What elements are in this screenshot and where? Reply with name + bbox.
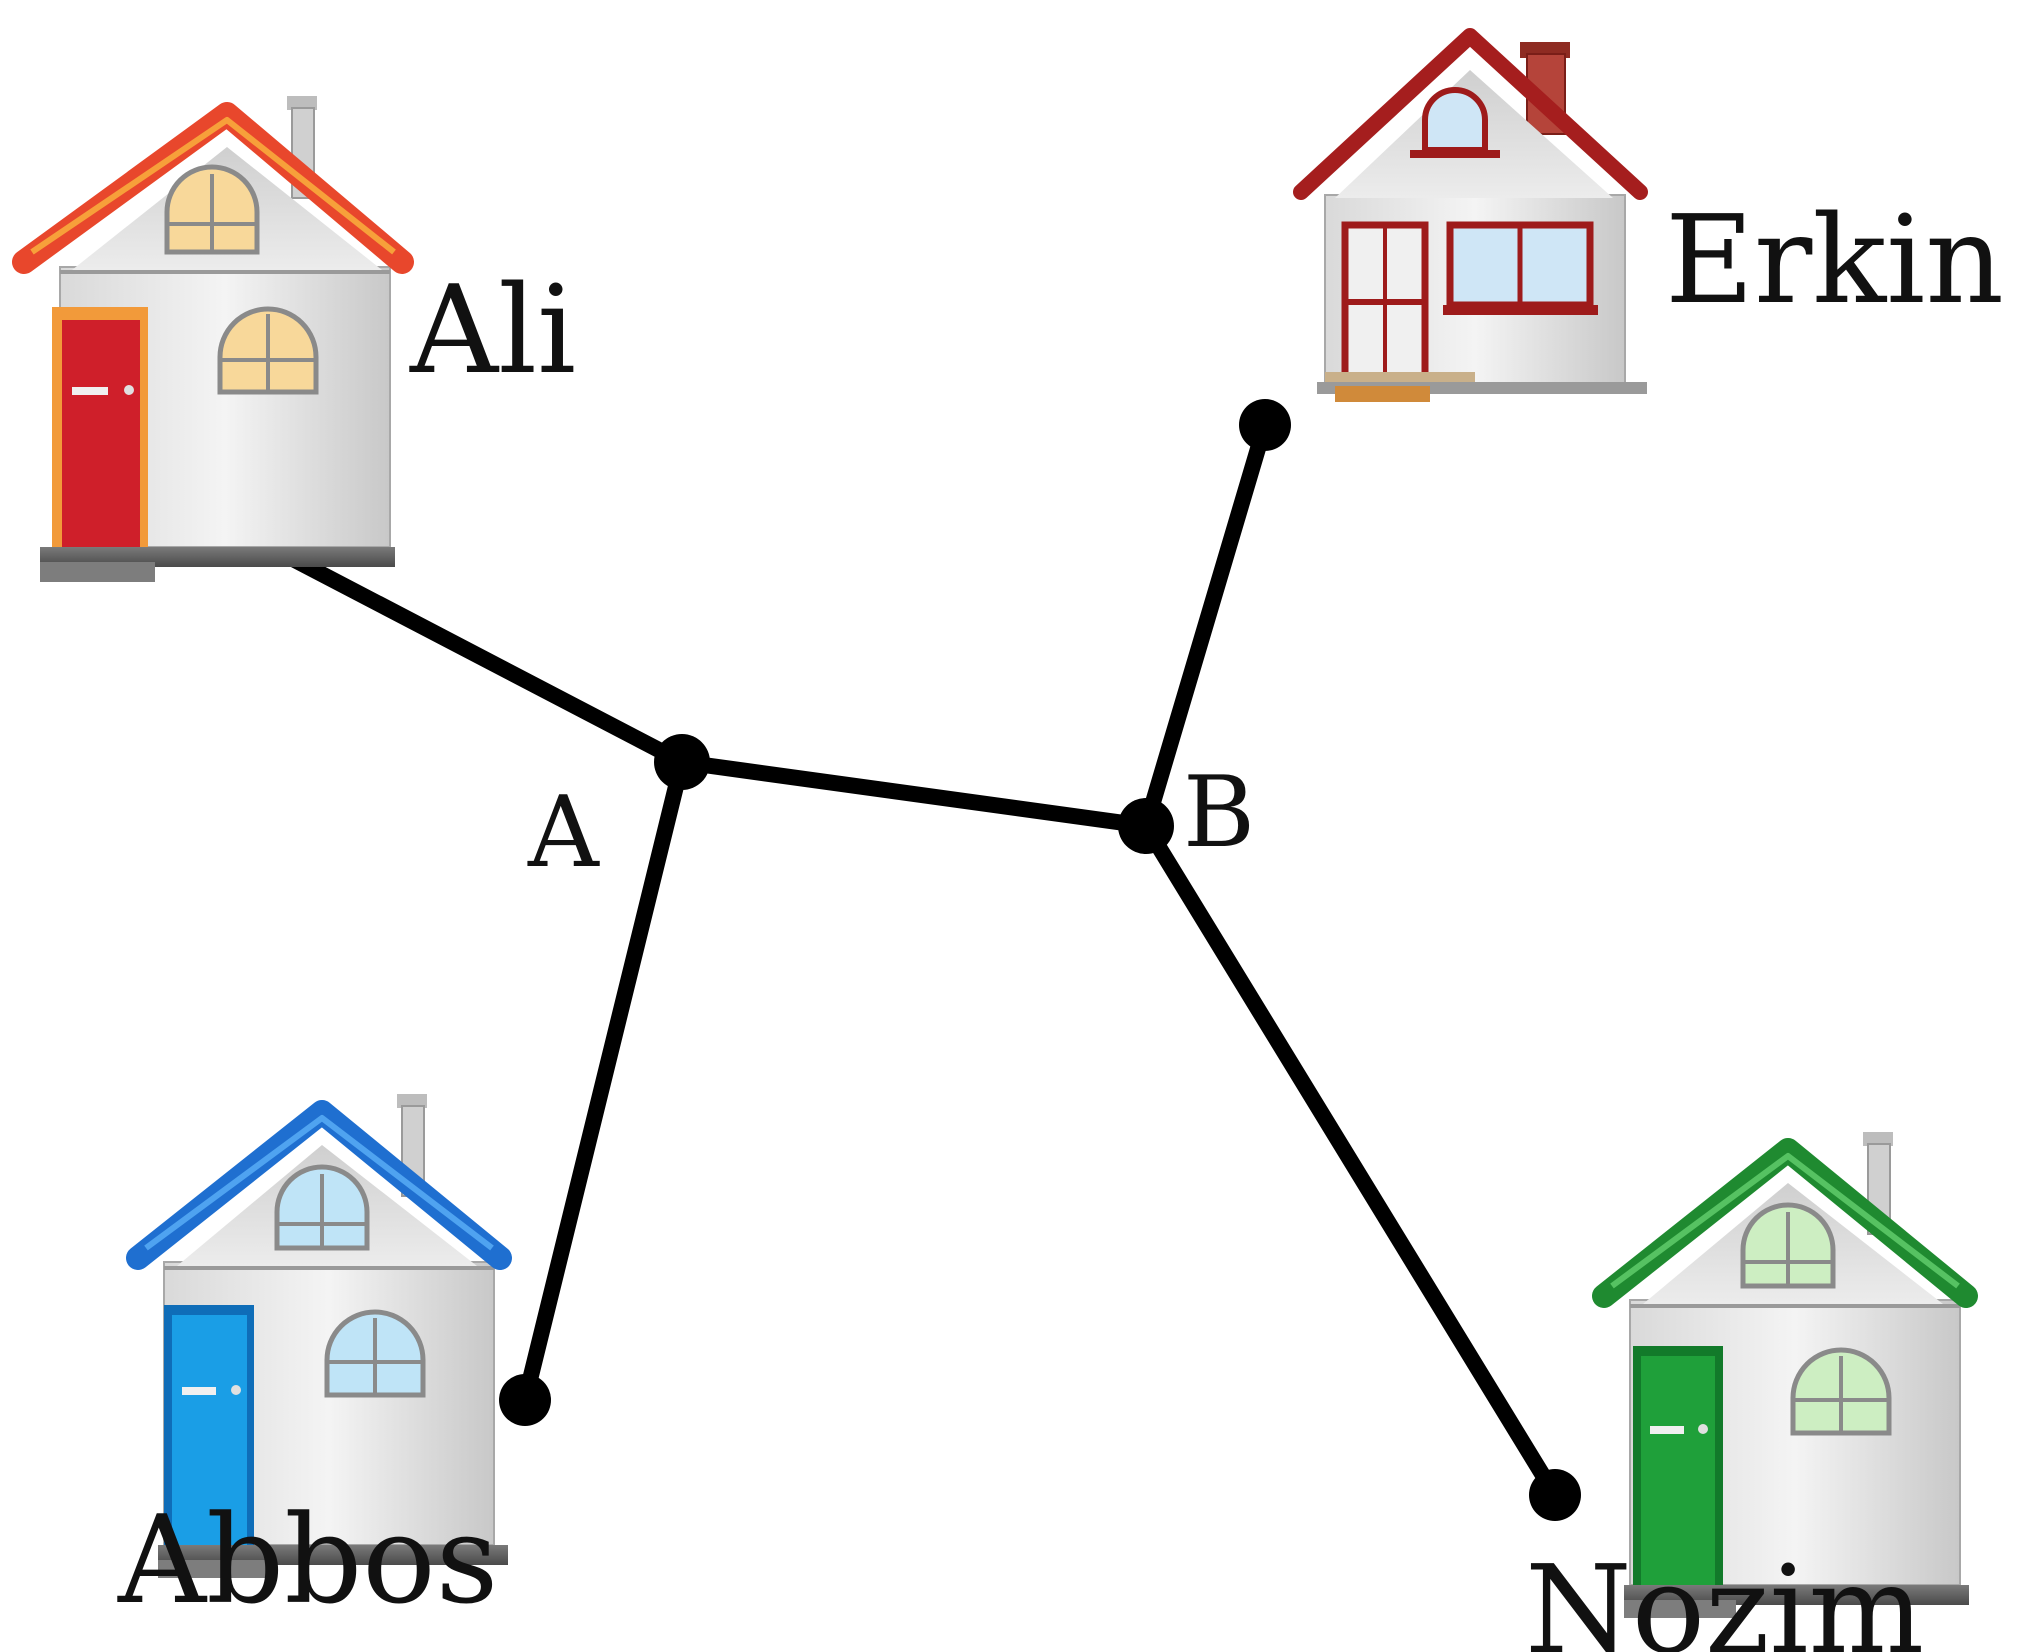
junction-b-label: B <box>1183 756 1255 870</box>
node-abbos <box>499 1374 551 1426</box>
house-label-abbos: Abbos <box>117 1489 498 1631</box>
road-abbos-to-a <box>517 754 690 1408</box>
house-icon <box>126 1094 512 1578</box>
house-icon <box>12 96 414 582</box>
node-erkin <box>1239 399 1291 451</box>
junction-a-label: A <box>527 776 600 890</box>
house-nozim <box>1592 1132 1978 1618</box>
junction-b-dot <box>1118 798 1174 854</box>
house-icon <box>1592 1132 1978 1618</box>
house-icon <box>1293 28 1648 402</box>
roads <box>214 417 1563 1503</box>
road-erkin-to-b <box>1138 417 1273 834</box>
house-label-erkin: Erkin <box>1665 189 2004 331</box>
road-a-to-b <box>674 754 1154 834</box>
house-label-nozim: Nozim <box>1525 1539 1924 1652</box>
junction-a-dot <box>654 734 710 790</box>
road-nozim-to-b <box>1138 818 1563 1503</box>
house-erkin <box>1293 28 1648 402</box>
node-nozim <box>1529 1469 1581 1521</box>
house-ali <box>12 96 414 582</box>
house-abbos <box>126 1094 512 1578</box>
house-label-ali: Ali <box>409 259 576 401</box>
